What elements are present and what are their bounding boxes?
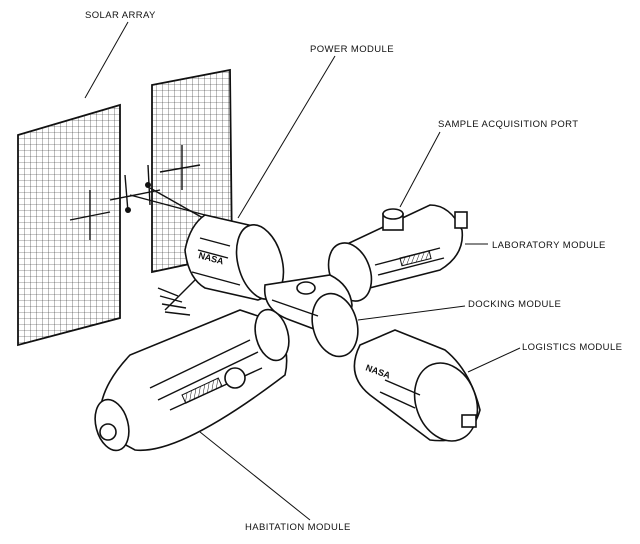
solar-array-truss xyxy=(109,164,211,223)
label-solar-array: SOLAR ARRAY xyxy=(85,10,156,21)
leader-solar-array xyxy=(84,21,129,99)
docking-module xyxy=(263,274,359,358)
label-laboratory-module: LABORATORY MODULE xyxy=(492,240,606,251)
label-docking-module: DOCKING MODULE xyxy=(468,299,561,310)
sample-acquisition-port xyxy=(382,208,404,231)
habitation-module xyxy=(94,308,290,452)
solar-array xyxy=(17,68,233,347)
label-power-module: POWER MODULE xyxy=(310,44,394,55)
leader-logistics-module xyxy=(467,347,521,373)
label-sample-acquisition-port: SAMPLE ACQUISITION PORT xyxy=(438,119,578,130)
leader-power-module xyxy=(237,55,336,219)
leader-lines xyxy=(84,21,521,521)
label-logistics-module: LOGISTICS MODULE xyxy=(522,342,622,353)
solar-panel-left xyxy=(17,103,121,347)
leader-sample-acquisition-port xyxy=(399,131,441,208)
power-module: NASA xyxy=(184,214,285,301)
leader-docking-module xyxy=(357,305,466,321)
logistics-module: NASA xyxy=(353,329,481,442)
leader-habitation-module xyxy=(199,431,311,521)
label-habitation-module: HABITATION MODULE xyxy=(245,522,351,533)
